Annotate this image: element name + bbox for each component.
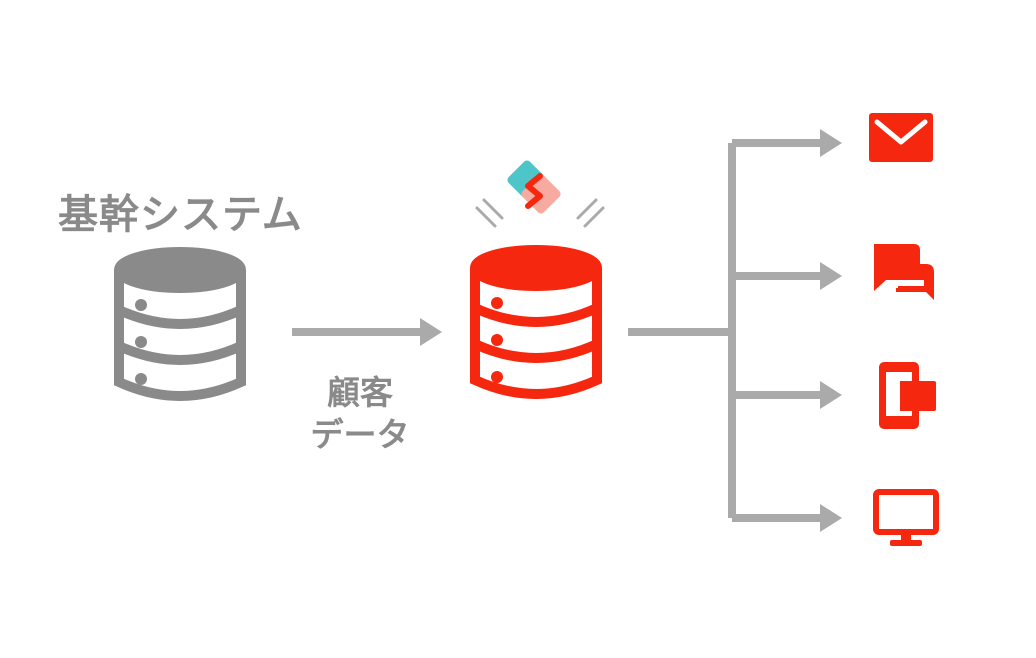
email-icon: [869, 113, 933, 162]
data-flow-arrow: [292, 318, 442, 346]
source-system-label: 基幹システム: [58, 192, 303, 238]
hub-logo-icon: [475, 160, 605, 228]
edge-label-line-1: 顧客: [327, 373, 393, 412]
source-database-icon: [114, 247, 246, 401]
chat-icon: [874, 244, 934, 300]
edge-label-line-2: データ: [310, 415, 410, 454]
edge-label: 顧客 データ: [300, 372, 420, 456]
branch-connector: [628, 139, 826, 522]
branch-arrowheads: [820, 129, 842, 532]
hub-database-icon: [470, 245, 602, 399]
mobile-app-icon: [879, 362, 936, 429]
monitor-icon: [873, 489, 939, 546]
